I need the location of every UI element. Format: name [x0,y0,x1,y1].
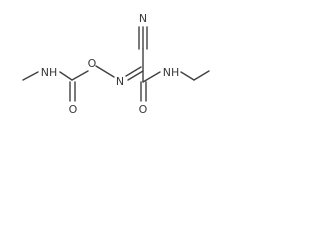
chemical-structure-diagram: NH O O N N O NH [22,12,210,116]
bond-nh-carbamate-carbon [59,71,73,81]
bond-methyl-nh [22,71,39,81]
atom-label-n-ethylamide: NH [163,66,180,79]
atom-label-o-amide-carbonyl: O [139,103,148,116]
bond-ethyl-methyl [193,70,210,81]
bond-n-c-double-1 [127,70,144,81]
atom-label-n-oxime: N [116,75,124,88]
bond-n-c-double-2 [125,66,142,77]
atom-label-n-nitrile: N [139,12,147,25]
bond-o-n [95,65,115,78]
bond-nh-ethyl [180,71,195,81]
bond-carbamate-carbon-o [71,70,89,81]
bond-amide-carbon-nh [142,71,161,83]
atom-label-n-methylamide: NH [41,66,58,79]
atom-label-o-carbamate-carbonyl: O [69,103,78,116]
atom-label-o-oxime: O [88,57,97,70]
